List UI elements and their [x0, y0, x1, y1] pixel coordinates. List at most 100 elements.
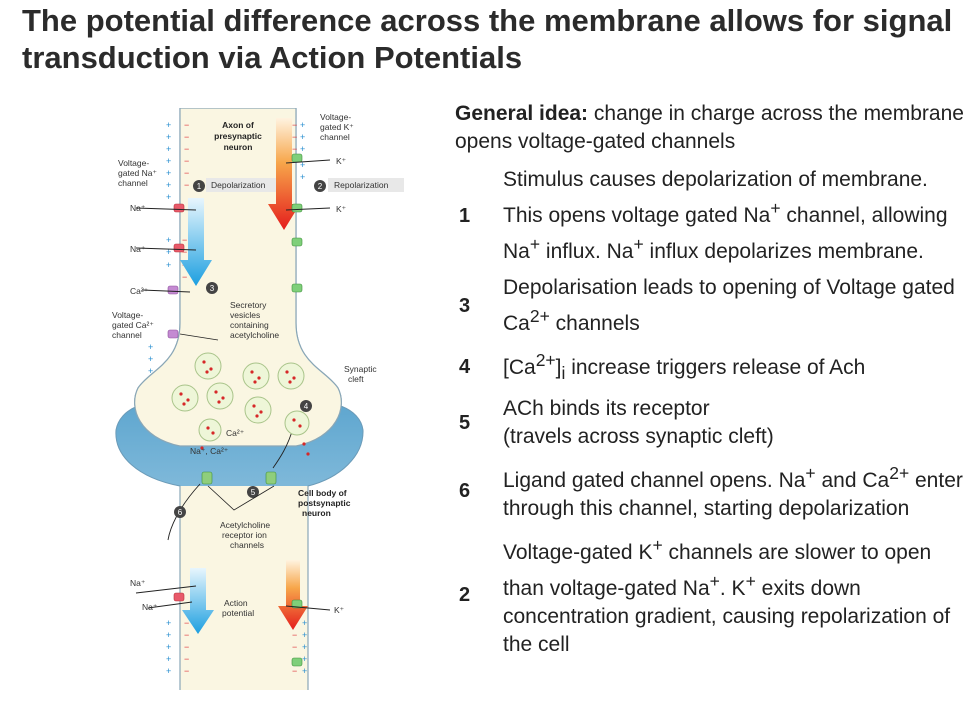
ach-molecules — [179, 360, 310, 456]
svg-text:+: + — [166, 618, 171, 628]
svg-text:+: + — [166, 235, 171, 245]
svg-text:+: + — [300, 144, 305, 154]
svg-text:−: − — [184, 168, 189, 178]
action-potential-1: Action — [224, 598, 248, 608]
repolarization-label: Repolarization — [334, 180, 389, 190]
ach-receptor-label-2: receptor ion — [222, 530, 267, 540]
svg-text:+: + — [166, 144, 171, 154]
svg-text:+: + — [166, 192, 171, 202]
depolarization-label: Depolarization — [211, 180, 266, 190]
svg-text:+: + — [166, 156, 171, 166]
svg-text:−: − — [184, 120, 189, 130]
ach-receptor-label-3: channels — [230, 540, 264, 550]
post-depolarization-arrow — [182, 568, 214, 634]
svg-text:+: + — [166, 247, 171, 257]
step-item: 3 Depolarisation leads to opening of Vol… — [455, 274, 965, 338]
step-item: 1 Stimulus causes depolarization of memb… — [455, 166, 965, 266]
ion-arrows — [135, 159, 331, 611]
step-number: 2 — [459, 584, 471, 607]
ca-ion-1: Ca²⁺ — [130, 286, 149, 296]
na-ion-4: Na⁺ — [142, 602, 158, 612]
svg-text:+: + — [166, 630, 171, 640]
svg-text:−: − — [292, 642, 297, 652]
svg-text:+: + — [148, 342, 153, 352]
svg-text:+: + — [302, 618, 307, 628]
explanation-panel: General idea: change in charge across th… — [455, 100, 965, 667]
svg-text:−: − — [184, 642, 189, 652]
step-number: 4 — [459, 355, 471, 378]
svg-text:+: + — [166, 260, 171, 270]
svg-text:−: − — [292, 666, 297, 676]
svg-text:−: − — [182, 235, 187, 245]
step-item: 4 [Ca2+]i increase triggers release of A… — [455, 346, 965, 387]
svg-text:−: − — [184, 132, 189, 142]
cell-body-label-2: postsynaptic — [298, 498, 351, 508]
axon-label-3: neuron — [224, 142, 253, 152]
ca-ion-2: Ca²⁺ — [226, 428, 245, 438]
svg-text:+: + — [300, 120, 305, 130]
general-idea: General idea: change in charge across th… — [455, 100, 965, 156]
cell-body-label-3: neuron — [302, 508, 331, 518]
repolarization-arrow — [268, 118, 300, 230]
cell-body-label-1: Cell body of — [298, 488, 347, 498]
step-badges: 1 2 3 4 5 6 — [174, 180, 326, 518]
svg-text:−: − — [184, 666, 189, 676]
secretory-label-1: Secretory — [230, 300, 267, 310]
svg-text:1: 1 — [197, 182, 202, 191]
na-ion-1: Na⁺ — [130, 203, 146, 213]
svg-text:+: + — [302, 654, 307, 664]
vgca-label-3: channel — [112, 330, 142, 340]
vgk-label-1: Voltage- — [320, 112, 351, 122]
steps-list: 1 Stimulus causes depolarization of memb… — [455, 166, 965, 659]
svg-text:−: − — [184, 180, 189, 190]
svg-text:5: 5 — [251, 488, 256, 497]
svg-text:+: + — [166, 168, 171, 178]
step-text: Depolarisation leads to opening of Volta… — [503, 276, 955, 335]
vgk-label-3: channel — [320, 132, 350, 142]
repolarization-label-box — [328, 178, 404, 192]
svg-text:−: − — [182, 247, 187, 257]
svg-text:−: − — [184, 156, 189, 166]
vgna-label-2: gated Na⁺ — [118, 168, 157, 178]
svg-text:+: + — [166, 642, 171, 652]
svg-text:−: − — [184, 630, 189, 640]
synapse-diagram: + + + + + + + + + + + + + + + + + + + + − − − − − − − − − − − − − −… — [108, 107, 418, 691]
synapse-svg: + + + + + + + + + + + + + + + + + + + + − − − − − − − − − − − − − −… — [112, 107, 404, 691]
svg-text:+: + — [300, 160, 305, 170]
diagram-labels: Axon of presynaptic neuron Voltage- gate… — [112, 112, 389, 618]
svg-text:3: 3 — [210, 284, 215, 293]
step-number: 6 — [459, 480, 471, 503]
svg-text:+: + — [166, 132, 171, 142]
vgna-label-3: channel — [118, 178, 148, 188]
secretory-label-2: vesicles — [230, 310, 260, 320]
svg-text:+: + — [148, 366, 153, 376]
svg-text:−: − — [184, 144, 189, 154]
vgk-label-2: gated K⁺ — [320, 122, 354, 132]
secretory-label-4: acetylcholine — [230, 330, 279, 340]
axon-label-1: Axon of — [222, 120, 254, 130]
vg-na-channels — [173, 203, 185, 602]
step-text: ACh binds its receptor(travels across sy… — [503, 397, 774, 449]
svg-text:+: + — [148, 354, 153, 364]
post-repolarization-arrow — [278, 560, 308, 630]
svg-text:+: + — [300, 172, 305, 182]
secretory-vesicles — [171, 352, 310, 442]
secretory-label-3: containing — [230, 320, 269, 330]
k-ion-2: K⁺ — [336, 204, 347, 214]
svg-text:+: + — [166, 120, 171, 130]
vgca-label-1: Voltage- — [112, 310, 143, 320]
vg-ca-channels — [167, 285, 179, 339]
step-item: 6 Ligand gated channel opens. Na+ and Ca… — [455, 459, 965, 523]
svg-text:−: − — [292, 630, 297, 640]
general-idea-label: General idea: — [455, 102, 589, 125]
svg-text:−: − — [184, 618, 189, 628]
svg-text:−: − — [182, 272, 187, 282]
svg-text:4: 4 — [304, 402, 309, 411]
step-text: Ligand gated channel opens. Na+ and Ca2+… — [503, 463, 963, 521]
svg-text:+: + — [166, 666, 171, 676]
general-idea-text: change in charge across the membrane ope… — [455, 102, 964, 153]
step-number: 3 — [459, 295, 471, 317]
step-text: Stimulus causes depolarization of membra… — [503, 168, 948, 263]
vgca-label-2: gated Ca²⁺ — [112, 320, 154, 330]
axon-label-2: presynaptic — [214, 131, 262, 141]
